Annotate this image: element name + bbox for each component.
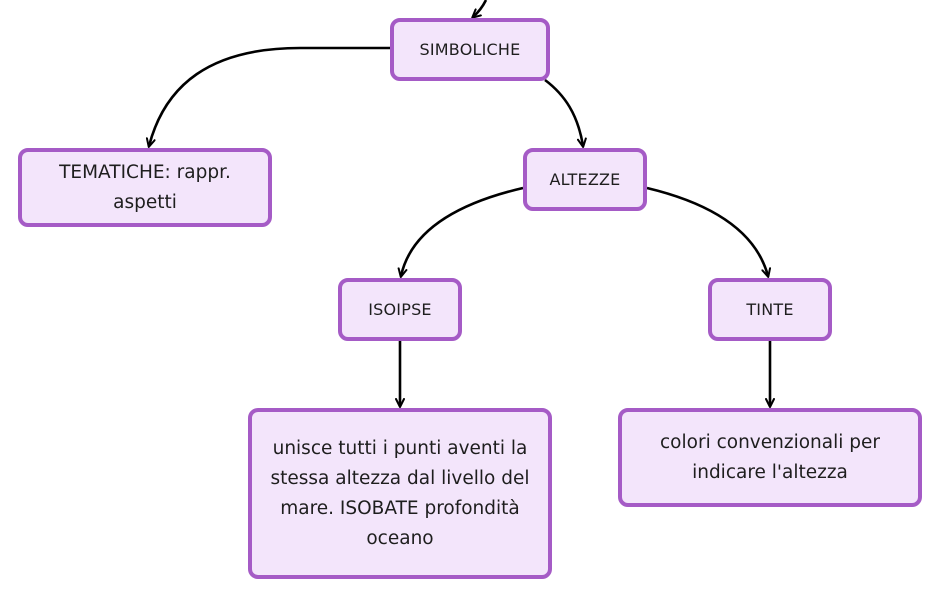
node-tinte[interactable]: TINTE [708, 278, 832, 341]
node-altezze-label: ALTEZZE [549, 170, 621, 189]
node-tematiche[interactable]: TEMATICHE: rappr. aspetti [18, 148, 272, 227]
node-isoipse[interactable]: ISOIPSE [338, 278, 462, 341]
node-altezze[interactable]: ALTEZZE [523, 148, 647, 211]
node-tinte-description[interactable]: colori convenzionali per indicare l'alte… [618, 408, 922, 507]
node-simboliche[interactable]: SIMBOLICHE [390, 18, 550, 81]
edge-simboliche-to-altezze [544, 78, 587, 148]
edge-altezze-to-isoipse [397, 186, 524, 278]
node-tinte-description-text: colori convenzionali per indicare l'alte… [660, 431, 880, 483]
edge-incoming-to-simboliche [471, 0, 488, 19]
node-tematiche-label: TEMATICHE: rappr. aspetti [59, 161, 231, 213]
node-simboliche-label: SIMBOLICHE [419, 40, 521, 59]
node-isoipse-description[interactable]: unisce tutti i punti aventi la stessa al… [248, 408, 552, 579]
edge-simboliche-to-tematiche [145, 46, 391, 148]
edge-altezze-to-tinte [646, 186, 772, 278]
node-tinte-label: TINTE [746, 300, 794, 319]
node-isoipse-description-text: unisce tutti i punti aventi la stessa al… [270, 437, 530, 549]
node-isoipse-label: ISOIPSE [368, 300, 432, 319]
